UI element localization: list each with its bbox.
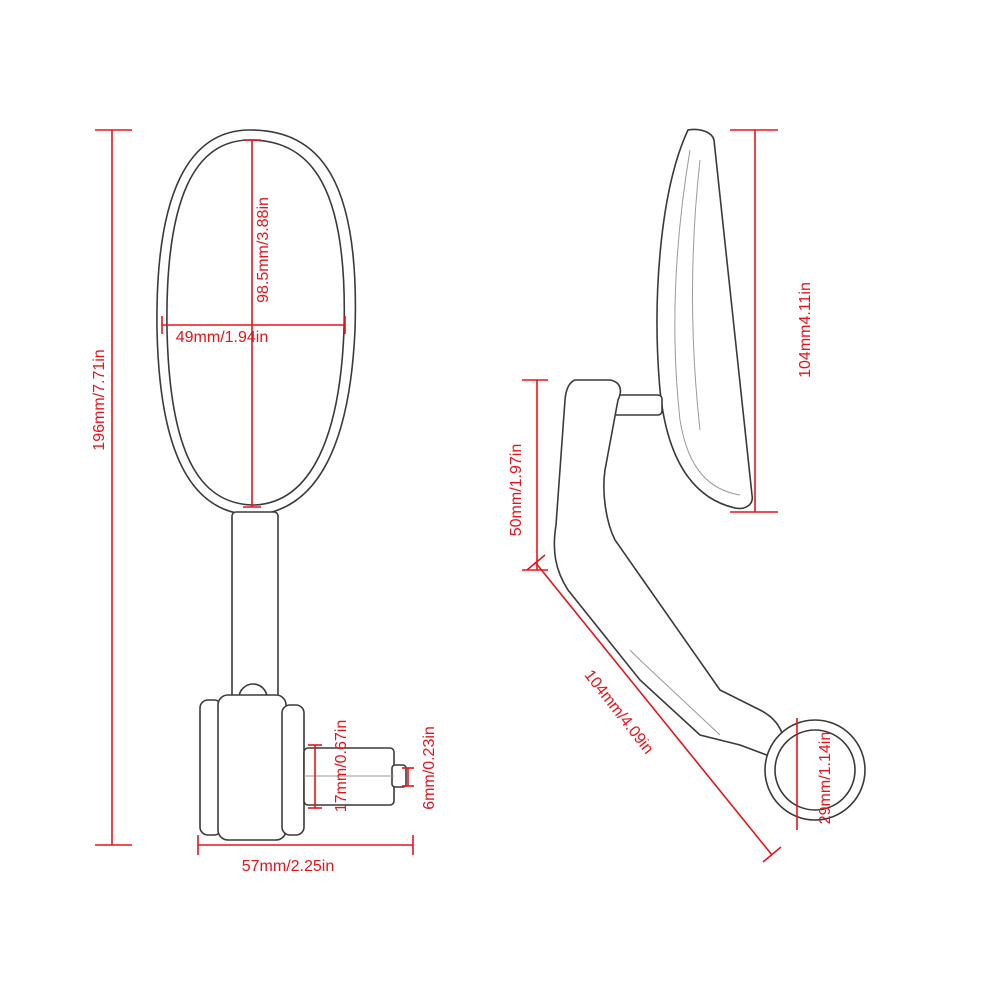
- dim-mirror-height: 98.5mm/3.88in: [243, 139, 272, 508]
- front-view-mirror: [156, 129, 407, 841]
- label-side-mirror-height: 104mm4.11in: [797, 282, 814, 378]
- dim-clamp-diameter: 29mm/1.14in: [796, 718, 834, 830]
- label-clamp-diameter: 29mm/1.14in: [817, 732, 834, 825]
- dim-side-mirror-height: 104mm4.11in: [730, 129, 814, 513]
- dim-mirror-width: 49mm/1.94in: [161, 316, 346, 346]
- label-total-height: 196mm/7.71in: [91, 349, 108, 450]
- side-view-mirror: [553, 128, 866, 821]
- dim-clamp-width: 57mm/2.25in: [197, 835, 414, 875]
- label-clamp-width: 57mm/2.25in: [242, 858, 335, 875]
- dim-bolt-diameter: 6mm/0.23in: [402, 726, 438, 810]
- dim-total-height: 196mm/7.71in: [91, 129, 132, 846]
- label-mirror-height: 98.5mm/3.88in: [255, 197, 272, 303]
- label-plug-diameter: 17mm/0.67in: [333, 720, 350, 813]
- label-arm-height: 50mm/1.97in: [508, 444, 525, 537]
- label-bolt-diameter: 6mm/0.23in: [421, 726, 438, 810]
- dim-plug-diameter: 17mm/0.67in: [308, 720, 350, 813]
- dim-arm-height: 50mm/1.97in: [508, 379, 548, 571]
- label-mirror-width: 49mm/1.94in: [176, 329, 269, 346]
